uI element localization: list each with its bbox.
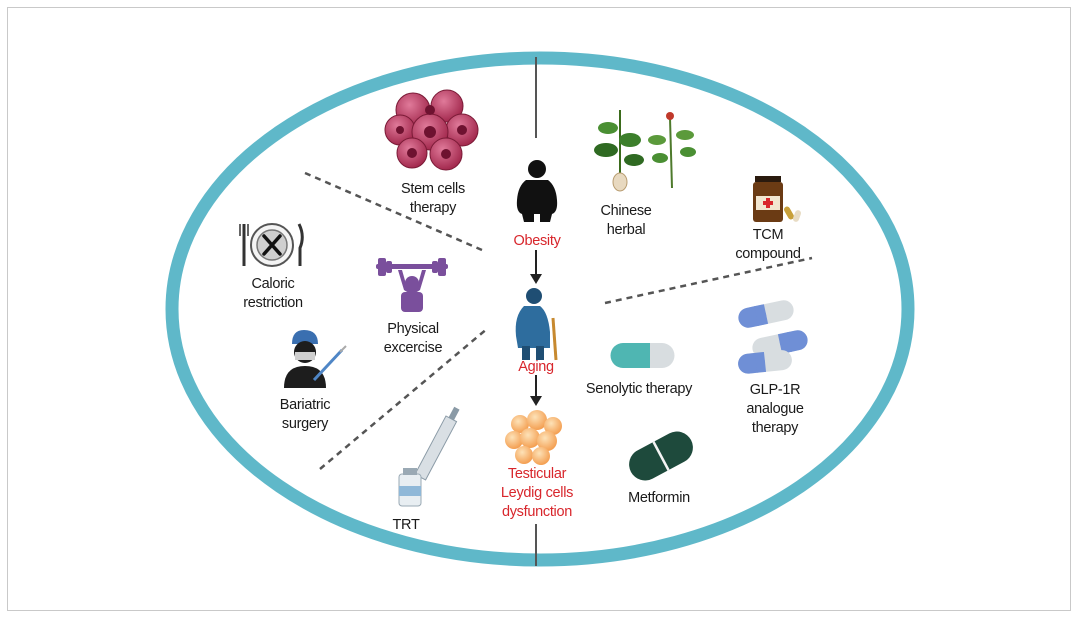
arrow-aging-to-testicular (530, 375, 542, 406)
barbell-icon (376, 258, 448, 312)
label-trt: TRT (392, 517, 420, 533)
label-bariatric-surgery: Bariatric surgery (279, 397, 331, 432)
herb-plant-icon (594, 110, 696, 192)
medicine-jar-icon (753, 176, 802, 222)
label-aging: Aging (518, 359, 554, 375)
label-stem-cells-therapy: Stem cells therapy (401, 181, 465, 216)
label-obesity: Obesity (513, 233, 561, 249)
capsule-icon (610, 343, 675, 368)
label-chinese-herbal: Chinese herbal (600, 203, 652, 238)
label-senolytic-therapy: Senolytic therapy (585, 381, 693, 397)
elderly-person-icon (515, 288, 558, 361)
tablet-icon (629, 431, 693, 481)
obese-person-icon (516, 160, 558, 222)
syringe-vial-icon (398, 406, 460, 507)
plate-cross-icon (239, 223, 304, 267)
label-tcm-compound: TCM compound (735, 227, 801, 262)
label-testicular-leydig: Testicular Leydig cells dysfunction (500, 466, 574, 520)
label-caloric-restriction: Caloric restriction (243, 276, 303, 311)
divider-right (604, 256, 813, 305)
stem-cell-cluster-icon (384, 89, 479, 171)
arrow-obesity-to-aging (530, 250, 542, 284)
surgeon-icon (284, 330, 347, 388)
leydig-cells-icon (505, 410, 562, 465)
divider-lower-left (319, 327, 489, 470)
label-metformin: Metformin (628, 490, 690, 506)
label-physical-exercise: Physical excercise (383, 321, 443, 356)
capsule-pair-icon (738, 300, 808, 374)
label-glp1r-therapy: GLP-1R analogue therapy (746, 382, 804, 436)
